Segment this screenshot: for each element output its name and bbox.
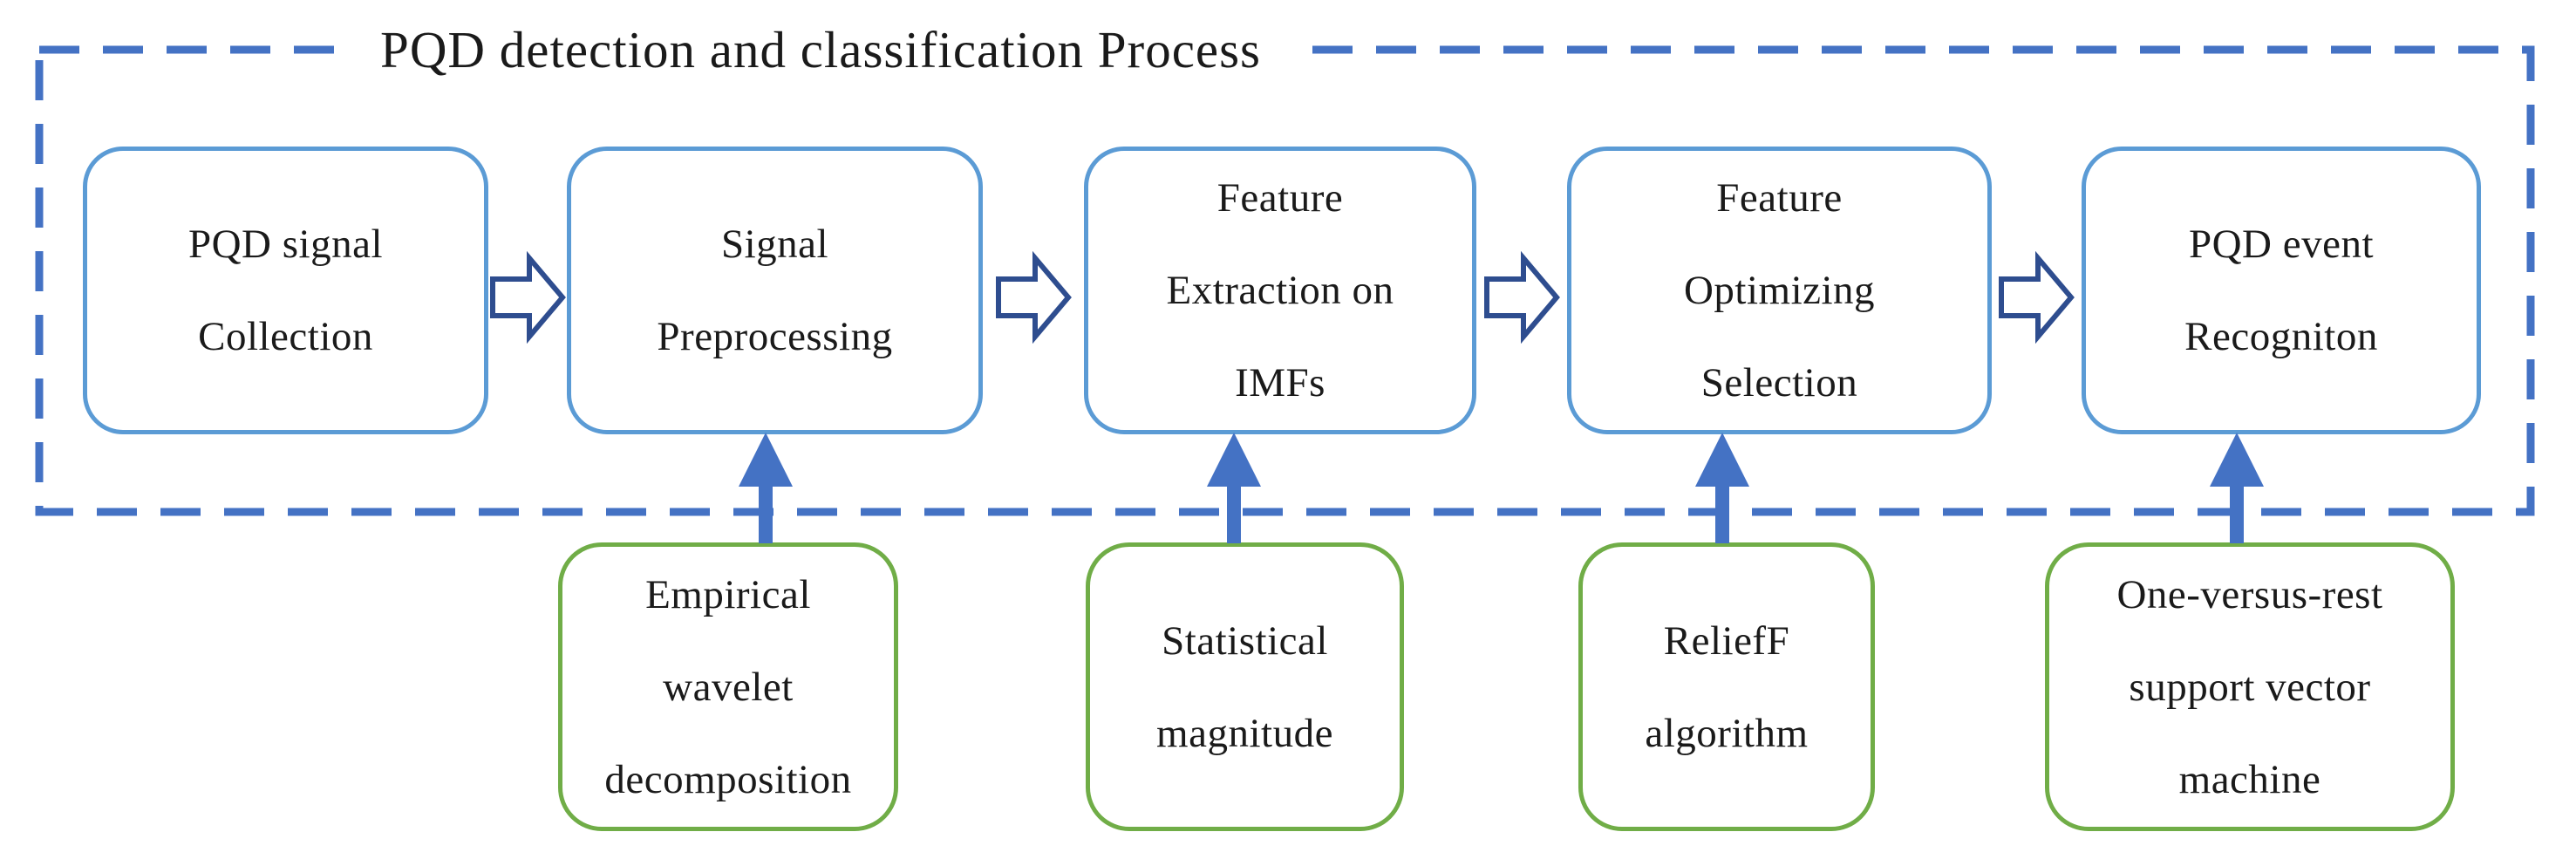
process-box-label-line: Recogniton bbox=[2184, 314, 2378, 359]
up-arrow-shape bbox=[739, 433, 793, 543]
up-arrow-shape bbox=[1695, 433, 1749, 543]
up-arrow-icon bbox=[1695, 433, 1749, 543]
process-box-signal-preprocessing: Signal Preprocessing bbox=[567, 147, 983, 434]
method-box-label-line: One-versus-rest bbox=[2116, 571, 2383, 617]
method-box-statistical-magnitude: Statistical magnitude bbox=[1086, 542, 1404, 831]
right-flow-arrow-icon bbox=[1999, 251, 2075, 344]
method-box-one-versus-rest-svm: One-versus-rest support vector machine bbox=[2045, 542, 2455, 831]
method-box-label-line: support vector bbox=[2129, 664, 2371, 710]
process-box-label-line: PQD event bbox=[2188, 222, 2375, 267]
method-box-label-line: wavelet bbox=[663, 664, 794, 710]
right-flow-arrow-icon bbox=[1484, 251, 1560, 344]
process-box-label-line: Collection bbox=[198, 314, 373, 359]
method-box-label-line: decomposition bbox=[604, 756, 852, 802]
method-box-relieff-algorithm: ReliefF algorithm bbox=[1578, 542, 1875, 831]
method-box-empirical-wavelet-decomposition: Empirical wavelet decomposition bbox=[558, 542, 898, 831]
process-box-pqd-signal-collection: PQD signal Collection bbox=[83, 147, 488, 434]
method-box-label-line: Statistical bbox=[1162, 617, 1328, 664]
process-box-label-line: Extraction on bbox=[1166, 268, 1394, 313]
process-box-label-line: Feature bbox=[1216, 175, 1344, 221]
right-flow-arrow-icon bbox=[490, 251, 566, 344]
up-arrow-shape bbox=[2210, 433, 2264, 543]
process-box-label-line: Feature bbox=[1716, 175, 1843, 221]
method-box-label-line: magnitude bbox=[1156, 710, 1333, 756]
method-box-label-line: machine bbox=[2178, 756, 2321, 802]
process-box-label-line: PQD signal bbox=[187, 222, 384, 267]
process-box-feature-optimizing-selection: Feature Optimizing Selection bbox=[1567, 147, 1992, 434]
method-box-label-line: algorithm bbox=[1645, 710, 1809, 756]
up-arrow-icon bbox=[2210, 433, 2264, 543]
right-arrow-shape bbox=[490, 251, 566, 344]
up-arrow-icon bbox=[739, 433, 793, 543]
up-arrow-icon bbox=[1207, 433, 1261, 543]
process-box-label-line: Optimizing bbox=[1683, 268, 1876, 313]
up-arrow-shape bbox=[1207, 433, 1261, 543]
process-box-label-line: Preprocessing bbox=[657, 314, 893, 359]
right-flow-arrow-icon bbox=[996, 251, 1072, 344]
diagram-title: PQD detection and classification Process bbox=[347, 9, 1294, 91]
process-box-label-line: Signal bbox=[720, 222, 829, 267]
method-box-label-line: Empirical bbox=[645, 571, 811, 617]
process-box-label-line: Selection bbox=[1700, 360, 1858, 406]
right-arrow-shape bbox=[1999, 251, 2075, 344]
process-box-pqd-event-recognition: PQD event Recogniton bbox=[2082, 147, 2481, 434]
process-box-feature-extraction-on-imfs: Feature Extraction on IMFs bbox=[1084, 147, 1476, 434]
process-box-label-line: IMFs bbox=[1235, 360, 1325, 406]
right-arrow-shape bbox=[996, 251, 1072, 344]
method-box-label-line: ReliefF bbox=[1663, 617, 1790, 664]
right-arrow-shape bbox=[1484, 251, 1560, 344]
